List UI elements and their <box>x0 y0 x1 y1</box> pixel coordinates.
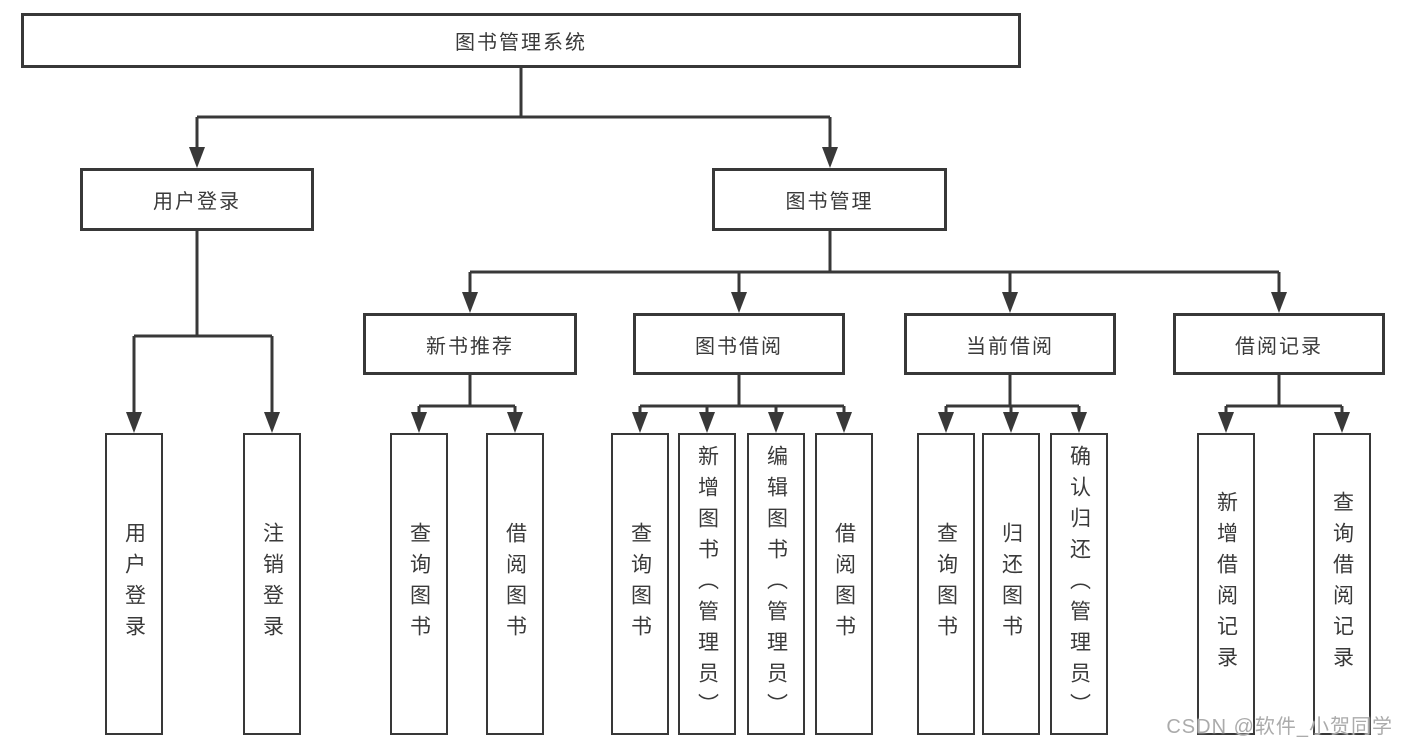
leaf-add-borrow-record: 新增借阅记录 <box>1197 433 1255 735</box>
leaf-add-book-admin: 新增图书（管理员） <box>678 433 736 735</box>
node-book-borrowing: 图书借阅 <box>633 313 845 375</box>
leaf-borrow-books-newrec: 借阅图书 <box>486 433 544 735</box>
leaf-query-books-newrec: 查询图书 <box>390 433 448 735</box>
node-borrow-records: 借阅记录 <box>1173 313 1385 375</box>
leaf-query-borrow-record: 查询借阅记录 <box>1313 433 1371 735</box>
node-user-login-branch: 用户登录 <box>80 168 314 231</box>
node-library-management-system: 图书管理系统 <box>21 13 1021 68</box>
leaf-edit-book-admin: 编辑图书（管理员） <box>747 433 805 735</box>
node-current-borrowing: 当前借阅 <box>904 313 1116 375</box>
csdn-watermark: CSDN @软件_小贺同学 <box>1166 716 1393 738</box>
leaf-return-book: 归还图书 <box>982 433 1040 735</box>
leaf-logout: 注销登录 <box>243 433 301 735</box>
leaf-confirm-return-admin: 确认归还（管理员） <box>1050 433 1108 735</box>
node-new-book-recommend: 新书推荐 <box>363 313 577 375</box>
leaf-borrow-books-borrowing: 借阅图书 <box>815 433 873 735</box>
node-book-management-branch: 图书管理 <box>712 168 947 231</box>
leaf-user-login: 用户登录 <box>105 433 163 735</box>
leaf-query-books-borrowing: 查询图书 <box>611 433 669 735</box>
leaf-query-books-current: 查询图书 <box>917 433 975 735</box>
